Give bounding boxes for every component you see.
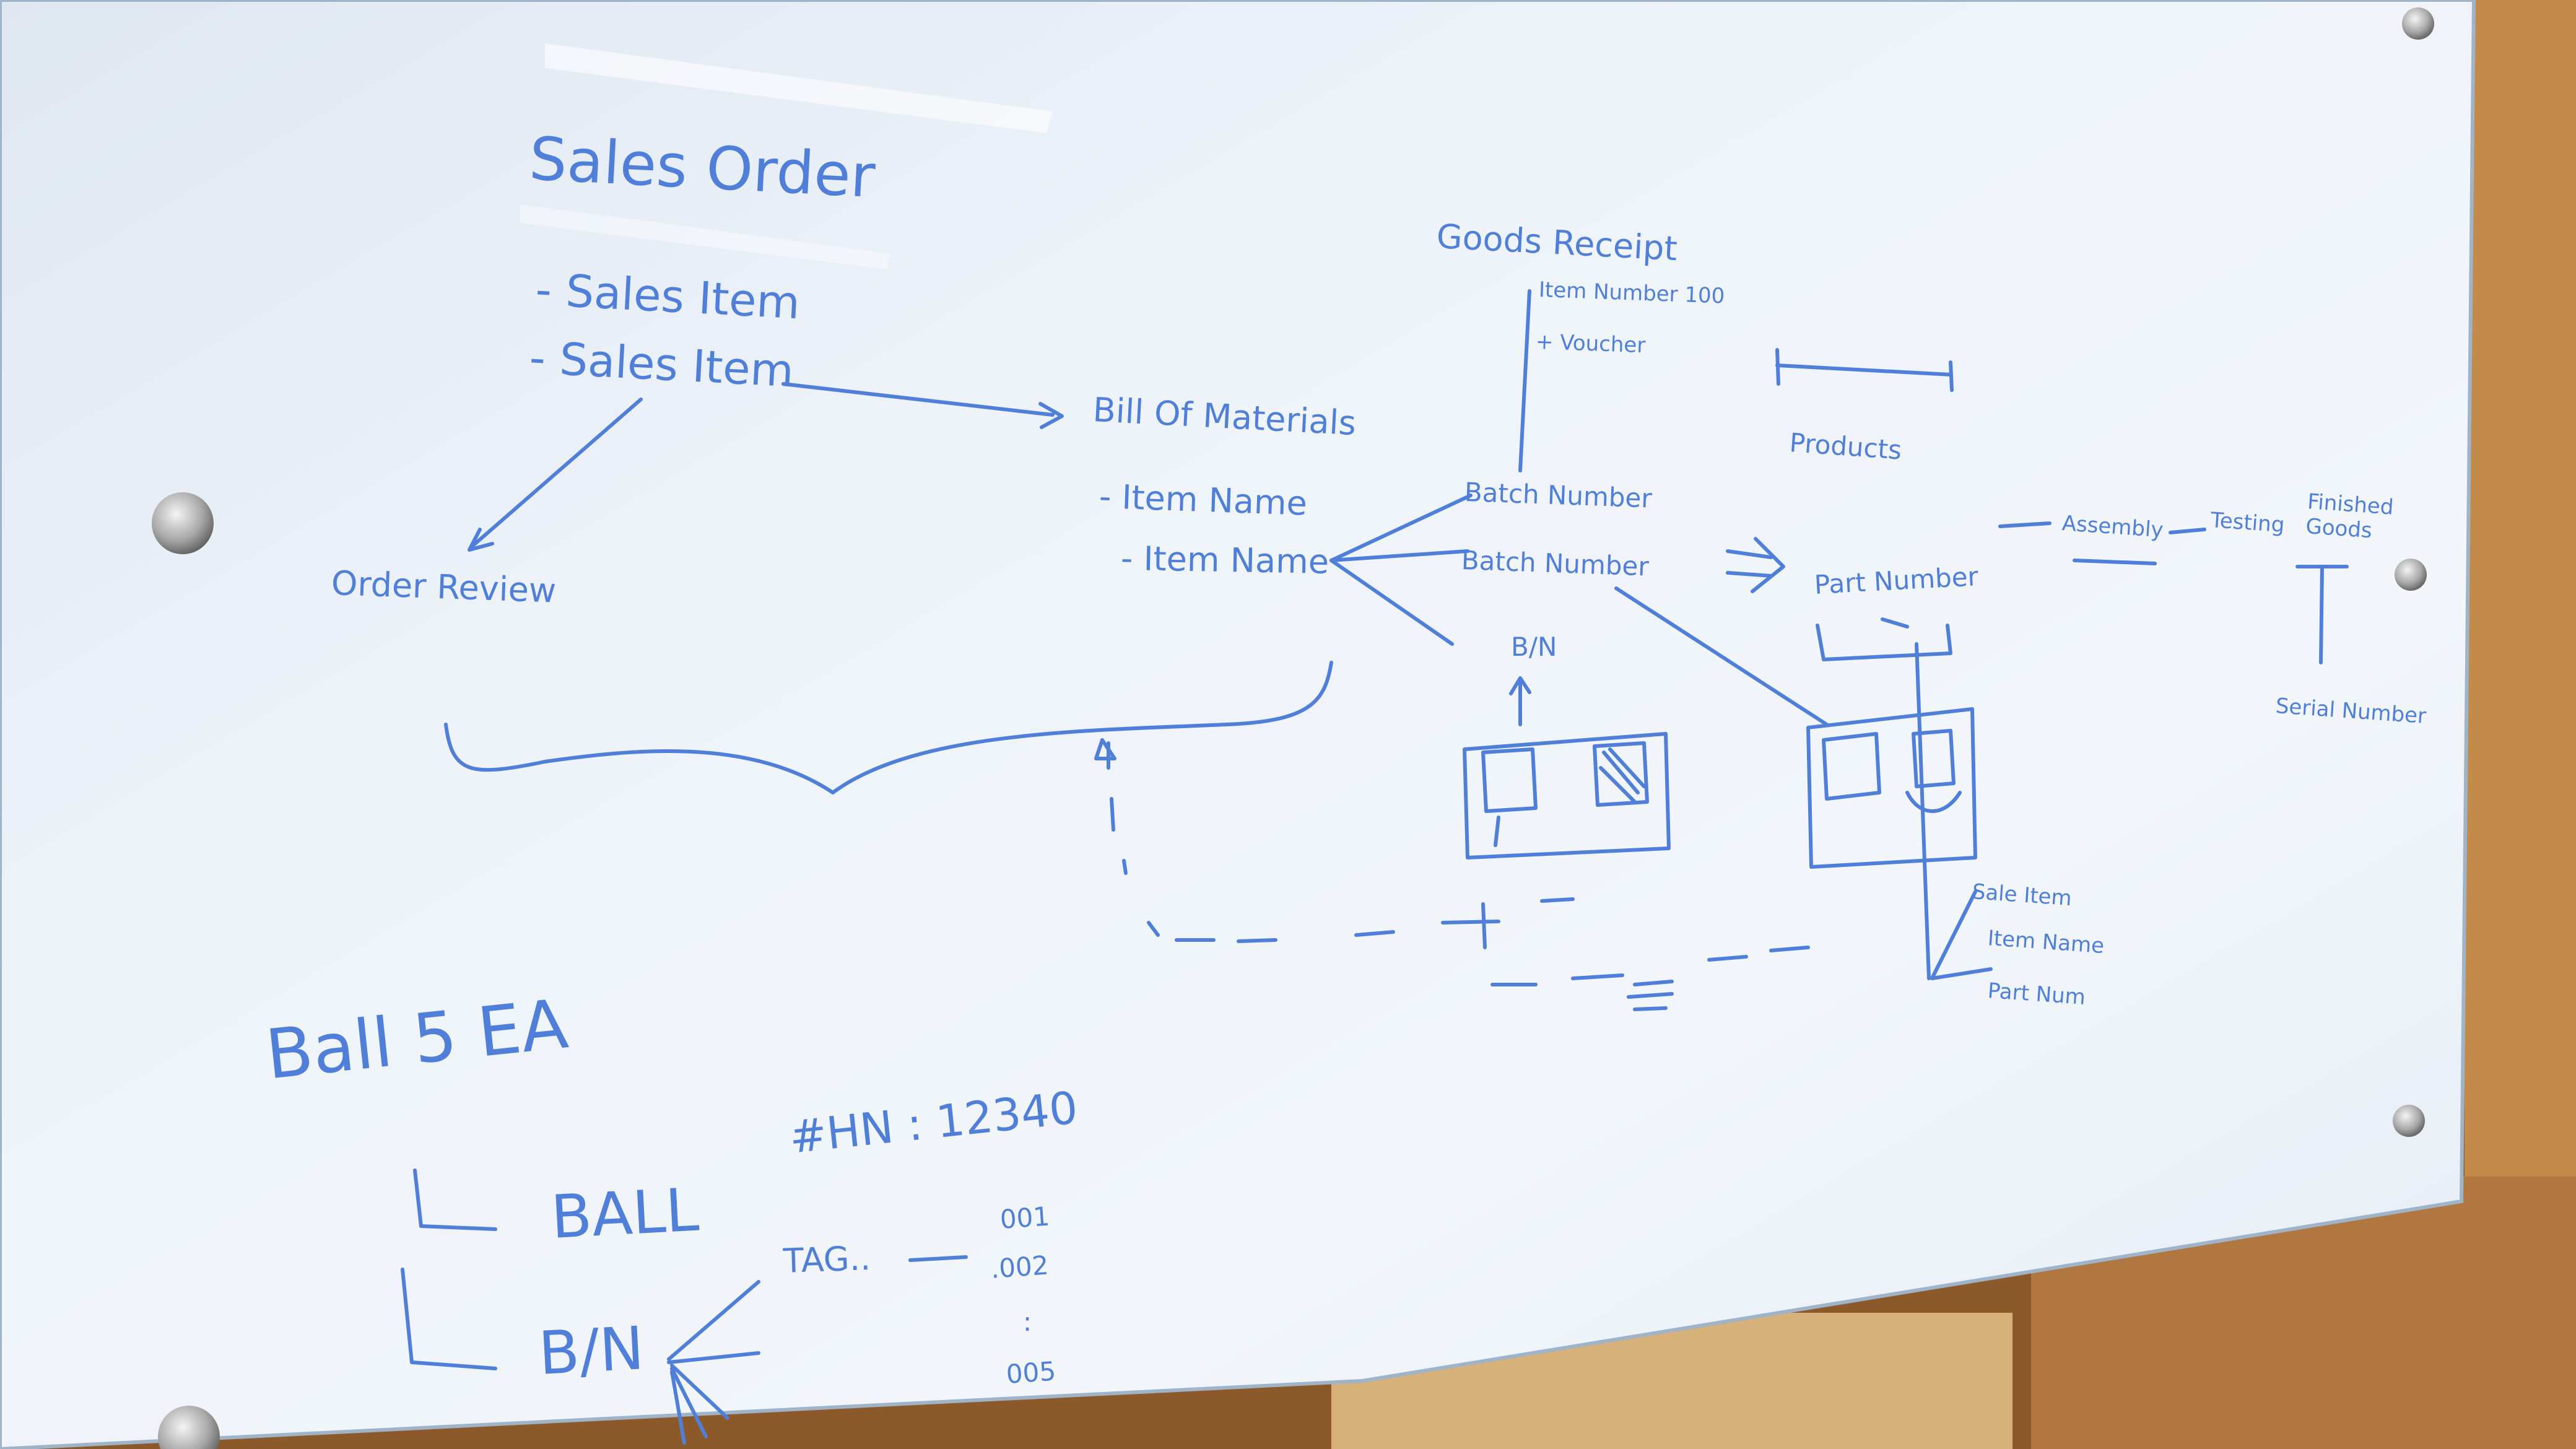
arrow-head-icon — [1094, 738, 1116, 760]
ball-label: BALL — [549, 1175, 701, 1252]
underline — [2073, 559, 2157, 565]
fan-line — [670, 1364, 729, 1420]
hatching — [1599, 747, 1646, 804]
dashed-line — [1237, 938, 1277, 943]
order-review-label: Order Review — [330, 564, 557, 611]
arrow-head-icon — [1930, 890, 1993, 980]
arrow-head-icon — [1038, 402, 1064, 429]
serial-001: 001 — [999, 1201, 1051, 1235]
arrow-line — [781, 382, 1055, 417]
voucher-note: + Voucher — [1535, 329, 1646, 359]
batch-number-label: Batch Number — [1461, 545, 1650, 582]
arrow-head-icon — [468, 528, 494, 552]
ball-bn-label: B/N — [537, 1313, 646, 1388]
arrow-up-icon — [1509, 676, 1531, 726]
mounting-pin-icon — [158, 1406, 220, 1449]
light-reflection — [520, 204, 892, 269]
serial-002: .002 — [990, 1250, 1050, 1284]
dashed-line — [1147, 921, 1160, 937]
hook-arrow — [413, 1168, 497, 1231]
bn-label: B/N — [1511, 632, 1557, 662]
range-line — [1775, 348, 1780, 386]
implies-arrow-icon — [1751, 537, 1785, 593]
curly-brace — [444, 661, 1333, 794]
mounting-pin-icon — [2393, 1105, 2425, 1137]
branch-line — [1329, 549, 1469, 562]
bom-item-name: - Item Name — [1098, 477, 1308, 523]
dashed-line — [1769, 946, 1810, 952]
arrow-line — [1998, 521, 2052, 528]
sketch-card — [1822, 732, 1881, 801]
bom-item-name: - Item Name — [1120, 539, 1329, 581]
connector-line — [1915, 642, 1931, 980]
mounting-pin-icon — [2402, 7, 2434, 40]
batch-number-label: Batch Number — [1464, 477, 1653, 514]
bracket — [1816, 624, 1952, 661]
sketch-box — [1463, 732, 1671, 859]
dashed-line — [1122, 859, 1128, 875]
mounting-pin-icon — [2395, 559, 2427, 591]
tick-mark — [1494, 816, 1500, 847]
dashed-line — [1354, 930, 1395, 937]
dashed-line — [1110, 797, 1115, 832]
arrow-line — [2169, 528, 2206, 534]
sketch-card — [1912, 729, 1956, 788]
light-reflection — [545, 43, 1053, 133]
fan-line — [667, 1351, 760, 1364]
testing-label: Testing — [2209, 508, 2286, 538]
dashed-line — [1707, 955, 1748, 962]
sketch-card — [1593, 741, 1649, 807]
marker-drawings — [401, 289, 2349, 1445]
tag-label: TAG.. — [782, 1238, 871, 1281]
equals-mark — [1881, 617, 1909, 629]
connector-line — [1518, 289, 1531, 472]
serial-005: 005 — [1005, 1355, 1057, 1390]
dashed-line — [1627, 980, 1674, 1011]
smile-mark — [1905, 791, 1962, 813]
fan-line — [667, 1280, 760, 1361]
dash-line — [908, 1255, 968, 1262]
fan-line — [670, 1370, 686, 1445]
arrow-line — [472, 398, 643, 547]
range-line — [1775, 363, 1952, 376]
fan-line — [670, 1367, 708, 1438]
hook-arrow — [401, 1268, 497, 1370]
branch-line — [1329, 559, 1454, 646]
t-connector — [2295, 565, 2349, 664]
finished-goods-label: Finished Goods — [2305, 489, 2395, 544]
sketch-card — [1481, 747, 1538, 813]
connector-line — [1614, 586, 1829, 726]
mounting-pin-icon — [152, 492, 214, 554]
dashed-line — [1540, 897, 1575, 903]
serial-dots: : — [1023, 1307, 1032, 1337]
dashed-line — [1441, 902, 1500, 949]
dashed-line — [1571, 973, 1624, 980]
range-line — [1949, 360, 1954, 392]
branch-line — [1329, 494, 1473, 562]
implies-arrow-icon — [1726, 549, 1773, 578]
